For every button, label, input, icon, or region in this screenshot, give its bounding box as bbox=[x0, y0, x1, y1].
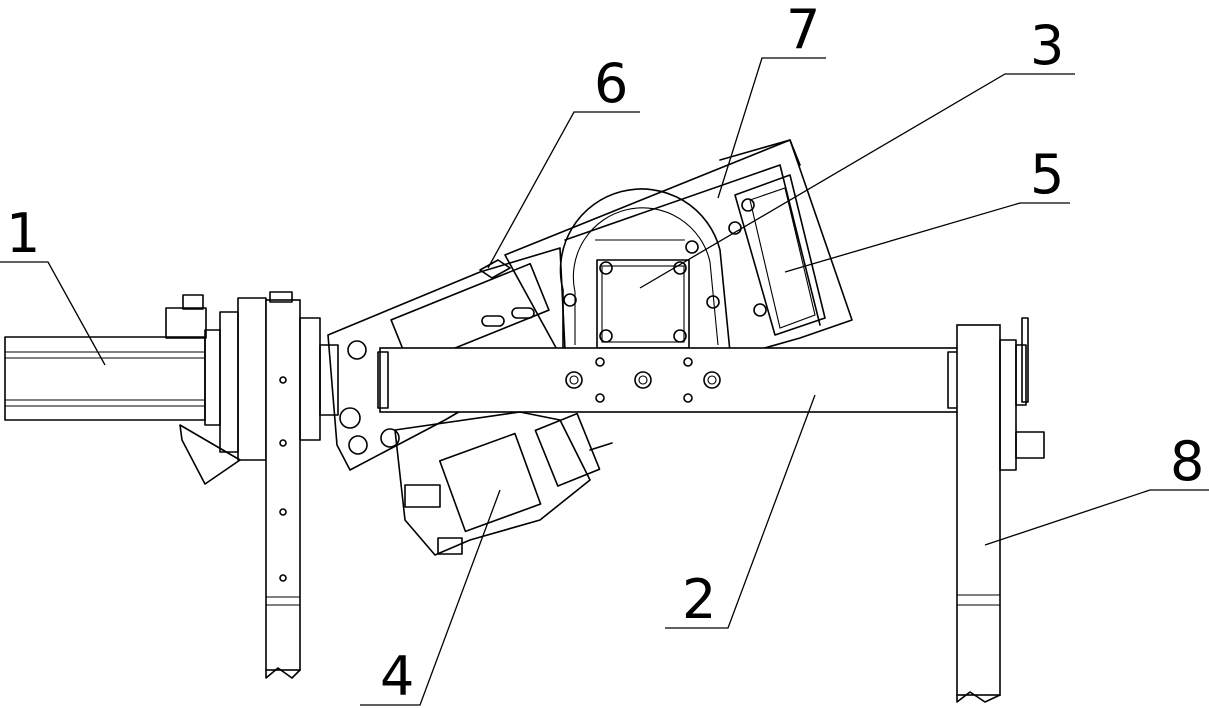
callout-8: 8 bbox=[1170, 430, 1204, 493]
part-4-block bbox=[395, 412, 612, 555]
left-vertical-bar bbox=[266, 292, 338, 678]
part-2-beam bbox=[378, 348, 958, 412]
callout-3: 3 bbox=[1030, 14, 1064, 77]
callout-4: 4 bbox=[380, 645, 414, 708]
callout-1: 1 bbox=[6, 202, 40, 265]
part-3-mount bbox=[560, 189, 730, 352]
callout-7: 7 bbox=[786, 0, 820, 61]
part-1-motor-body bbox=[5, 295, 266, 484]
callout-2: 2 bbox=[682, 568, 716, 631]
part-8-arm bbox=[957, 318, 1044, 702]
part-7-housing bbox=[505, 140, 852, 355]
callout-5: 5 bbox=[1030, 143, 1064, 206]
callout-6: 6 bbox=[594, 52, 628, 115]
